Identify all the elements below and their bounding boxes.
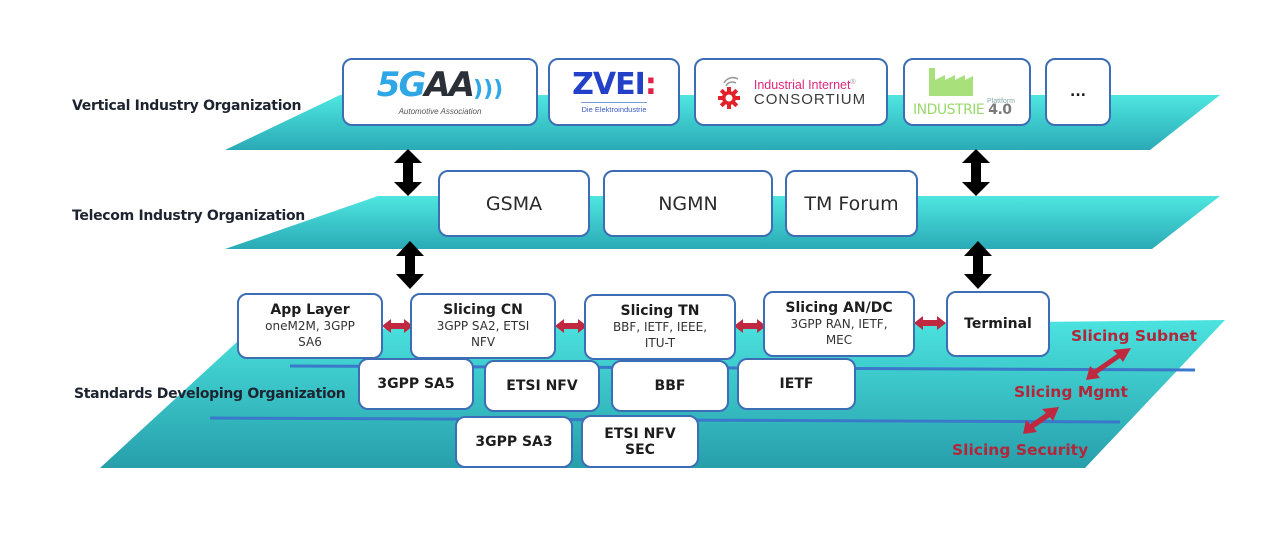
zvei-logo: ZVEI: [572, 67, 657, 102]
red-arrow-app-cn [382, 319, 413, 333]
double-arrow-telecom-sdo-right [964, 241, 992, 289]
mgmt-bbf-box: BBF [611, 360, 729, 412]
iic-logo-top: Industrial Internet® [753, 78, 856, 93]
org-5gaa-box: 5GAA))) Automotive Association [342, 58, 538, 126]
slicing-tn-box: Slicing TN BBF, IETF, IEEE, ITU-T [584, 294, 736, 360]
org-zvei-box: ZVEI: Die Elektroindustrie [548, 58, 680, 126]
gear-wifi-icon [717, 76, 740, 109]
more-ellipsis: ... [1070, 84, 1086, 100]
industrie40-logo-text: INDUSTRIE 4.0 [913, 102, 1012, 118]
security-etsi-nfv-sec-box: ETSI NFV SEC [581, 415, 699, 468]
org-more-box: ... [1045, 58, 1111, 126]
red-arrow-tn-an [734, 319, 766, 333]
org-tmforum-box: TM Forum [785, 170, 918, 237]
slicing-cn-box: Slicing CN 3GPP SA2, ETSI NFV [410, 293, 556, 359]
slicing-mgmt-label: Slicing Mgmt [1014, 383, 1128, 401]
slicing-app-layer-box: App Layer oneM2M, 3GPP SA6 [237, 293, 383, 359]
double-arrow-vertical-telecom-right [962, 149, 990, 196]
zvei-subtitle: Die Elektroindustrie [581, 102, 647, 114]
telecom-layer-label: Telecom Industry Organization [72, 208, 305, 224]
signal-waves-icon: ))) [473, 77, 504, 102]
org-gsma-box: GSMA [438, 170, 590, 237]
iic-logo-bottom: CONSORTIUM [753, 91, 867, 109]
mgmt-ietf-box: IETF [737, 358, 856, 410]
double-arrow-telecom-sdo-left [396, 241, 424, 289]
slicing-terminal-box: Terminal [946, 291, 1050, 357]
slicing-security-label: Slicing Security [952, 441, 1089, 459]
factory-icon [929, 68, 973, 96]
red-arrow-mgmt-security [1023, 407, 1059, 434]
5gaa-subtitle: Automotive Association [398, 107, 482, 116]
sdo-layer-label: Standards Developing Organization [74, 386, 346, 402]
red-arrow-subnet-mgmt [1086, 348, 1131, 380]
security-3gpp-sa3-box: 3GPP SA3 [455, 416, 573, 468]
org-industrie40-box: Plattform INDUSTRIE 4.0 [903, 58, 1031, 126]
red-arrow-an-terminal [914, 316, 946, 330]
mgmt-etsi-nfv-box: ETSI NFV [484, 360, 600, 412]
slicing-subnet-label: Slicing Subnet [1071, 327, 1198, 345]
vertical-layer-label: Vertical Industry Organization [72, 98, 302, 114]
red-arrow-cn-tn [555, 319, 587, 333]
double-arrow-vertical-telecom-left [394, 149, 422, 196]
mgmt-3gpp-sa5-box: 3GPP SA5 [358, 358, 474, 410]
slicing-an-dc-box: Slicing AN/DC 3GPP RAN, IETF, MEC [763, 291, 915, 357]
org-ngmn-box: NGMN [603, 170, 773, 237]
5gaa-logo: 5GAA))) [376, 65, 504, 105]
org-iic-box: Industrial Internet® CONSORTIUM [694, 58, 888, 126]
